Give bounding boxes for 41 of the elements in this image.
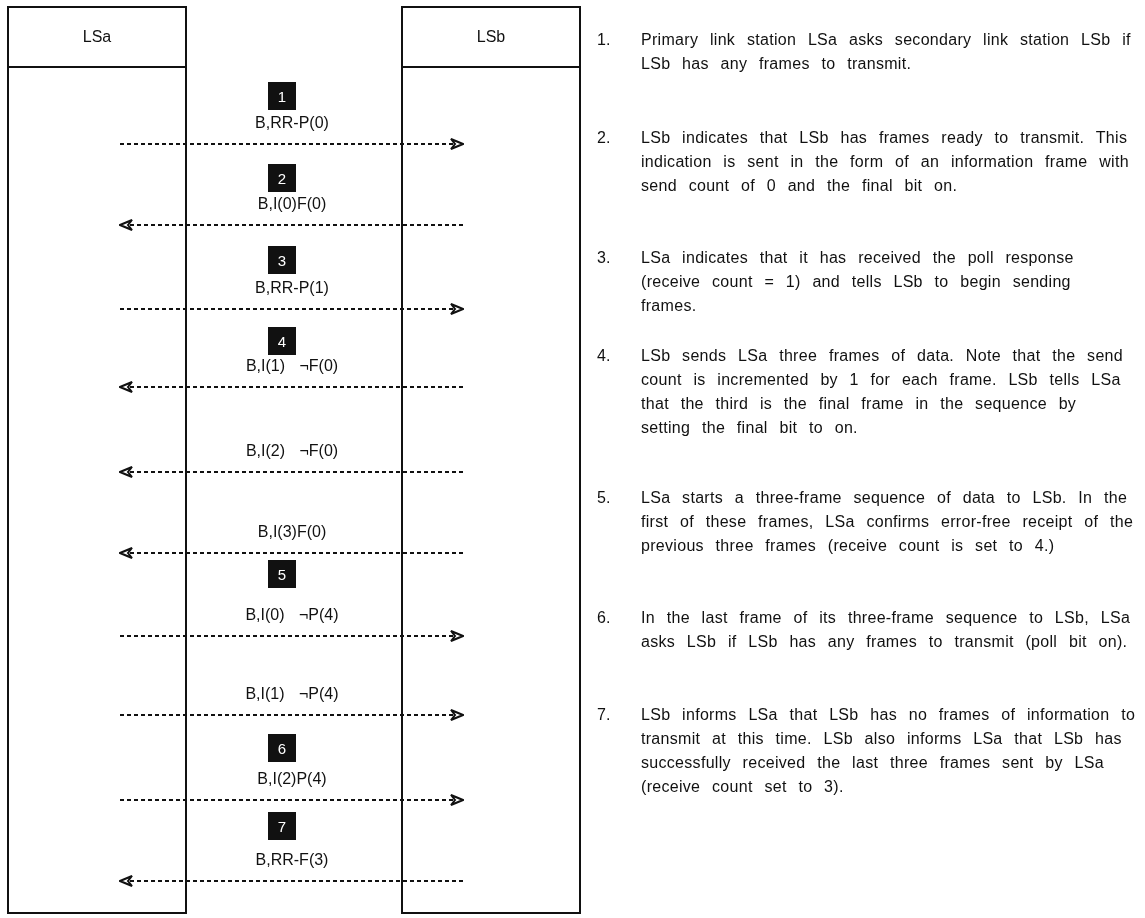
arrow (119, 547, 464, 559)
lifeline-header: LSa (7, 6, 187, 68)
edge-label: B,RR-P(1) (253, 279, 331, 297)
note-number: 1. (597, 31, 611, 49)
note-text: LSa starts a three-frame sequence of data to LSb. In the first of these frames, LSa confirms error-free receipt of the previous three frames (receive count is set to 4.) (641, 488, 1135, 556)
edge-label: B,I(1) ¬P(4) (243, 685, 341, 703)
arrow (119, 794, 464, 806)
step-number-badge: 4 (268, 327, 296, 355)
step-number-badge: 3 (268, 246, 296, 274)
note-number: 5. (597, 489, 611, 507)
lifeline-column (7, 66, 187, 914)
note-number: 6. (597, 609, 611, 627)
step-number-badge: 2 (268, 164, 296, 192)
note-number: 2. (597, 129, 611, 147)
arrow (119, 219, 464, 231)
note-text: LSb sends LSa three frames of data. Note that the send count is incremented by 1 for each frame. LSb tells LSa that the third is the final frame in the sequence by setting the final bit to on. (641, 346, 1124, 438)
note-text: In the last frame of its three-frame sequence to LSb, LSa asks LSb if LSb has any frames to transmit (poll bit on). (641, 608, 1132, 652)
arrow (119, 466, 464, 478)
edge-label: B,RR-F(3) (253, 851, 331, 869)
note-text: LSb indicates that LSb has frames ready to transmit. This indication is sent in the form of an information frame with send count of 0 and the final bit on. (641, 128, 1130, 196)
step-number-badge: 7 (268, 812, 296, 840)
lifeline-header: LSb (401, 6, 581, 68)
arrow (119, 138, 464, 150)
edge-label: B,I(0) ¬P(4) (243, 606, 341, 624)
lifeline-column (401, 66, 581, 914)
step-number-badge: 6 (268, 734, 296, 762)
note-number: 4. (597, 347, 611, 365)
arrow (119, 875, 464, 887)
step-number-badge: 1 (268, 82, 296, 110)
note-text: LSb informs LSa that LSb has no frames of information to transmit at this time. LSb also informs LSa that LSb has successfully received the last three frames sent by LSa (receive count set to 3). (641, 705, 1136, 797)
arrow (119, 381, 464, 393)
note-number: 3. (597, 249, 611, 267)
arrow (119, 630, 464, 642)
arrow (119, 709, 464, 721)
note-text: Primary link station LSa asks secondary link station LSb if LSb has any frames to transmit. (641, 30, 1132, 74)
arrow (119, 303, 464, 315)
edge-label: B,I(2)P(4) (255, 770, 329, 788)
note-number: 7. (597, 706, 611, 724)
note-text: LSa indicates that it has received the poll response (receive count = 1) and tells LSb to begin sending frames. (641, 248, 1075, 316)
edge-label: B,RR-P(0) (253, 114, 331, 132)
step-number-badge: 5 (268, 560, 296, 588)
